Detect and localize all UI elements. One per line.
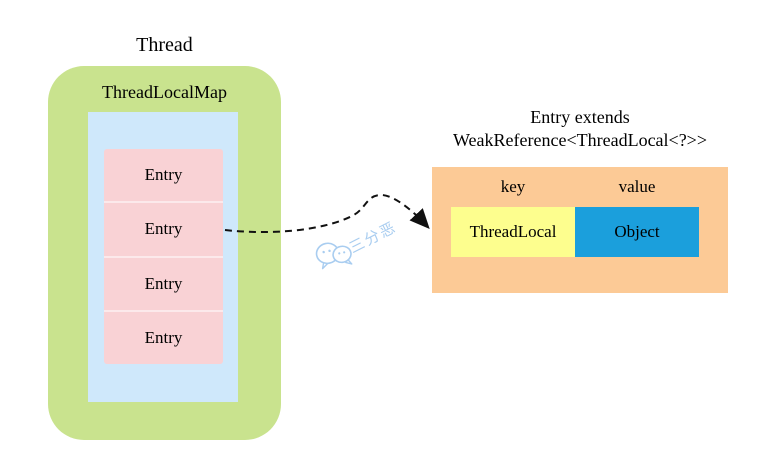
watermark: 三分恶 (312, 220, 422, 284)
threadlocalmap-box: Entry Entry Entry Entry (88, 112, 238, 402)
entry-extends-line2: WeakReference<ThreadLocal<?>> (452, 130, 707, 150)
entry-cell: Entry (144, 165, 183, 185)
entry-cell: Entry (104, 255, 223, 310)
entry-detail-box: key value ThreadLocal Object (432, 167, 728, 293)
key-header: key (500, 177, 526, 196)
entry-extends-title: Entry extends WeakReference<ThreadLocal<… (420, 106, 740, 152)
entry-extends-line1: Entry extends (530, 107, 630, 127)
value-cell: Object (575, 207, 699, 257)
wechat-icon (315, 242, 353, 270)
entry-cell: Entry (104, 309, 223, 364)
threadlocalmap-title: ThreadLocalMap (102, 82, 227, 102)
thread-title: Thread (136, 34, 193, 56)
entry-cell: Entry (104, 201, 223, 255)
kv-headers: key value (451, 177, 699, 197)
entry-stack: Entry Entry Entry Entry (104, 149, 223, 364)
watermark-text: 三分恶 (347, 219, 400, 257)
value-header: value (618, 177, 656, 196)
key-cell: ThreadLocal (451, 207, 575, 257)
kv-cells: ThreadLocal Object (451, 207, 699, 257)
thread-box: ThreadLocalMap Entry Entry Entry Entry (48, 66, 281, 440)
